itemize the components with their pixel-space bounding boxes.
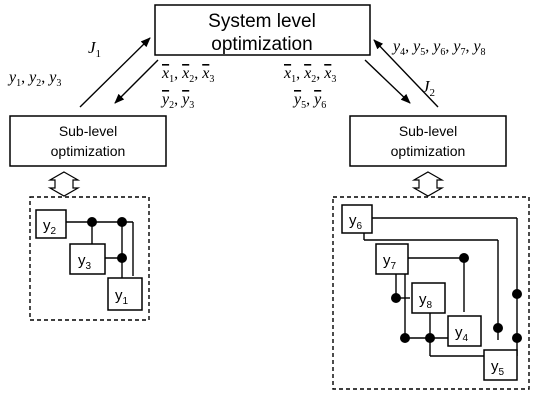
left-coupling-label: y2, y3 xyxy=(160,91,194,111)
svg-text:y5: y5 xyxy=(491,358,505,378)
sub-left-line1: Sub-level xyxy=(59,123,117,139)
dsm-node-y7: y7 xyxy=(375,243,409,275)
left-up-arrow xyxy=(79,37,151,108)
sub-left-line2: optimization xyxy=(51,143,126,159)
svg-text:y6: y6 xyxy=(349,212,363,232)
left-dsm-diagram: y2 y3 y1 xyxy=(29,196,150,321)
svg-text:y7: y7 xyxy=(383,252,397,272)
dsm-node-y4: y4 xyxy=(447,315,482,347)
right-coupling-label: y5, y6 xyxy=(292,91,326,111)
system-level-box: System level optimization xyxy=(154,4,371,56)
sub-right-line2: optimization xyxy=(391,143,466,159)
right-shared-vars-label: x1, x2, x3 xyxy=(283,65,336,85)
system-title-line2: optimization xyxy=(211,34,312,55)
right-up-arrow xyxy=(373,39,439,108)
right-objective-label: J2 xyxy=(422,77,435,99)
left-objective-label: J1 xyxy=(88,38,101,60)
dsm-node-y3: y3 xyxy=(69,243,106,275)
left-shared-vars-label: x1, x2, x3 xyxy=(161,65,214,85)
sub-level-left-box: Sub-level optimization xyxy=(9,115,167,167)
left-double-arrow-icon xyxy=(47,171,81,197)
left-outputs-label: y1, y2, y3 xyxy=(7,69,61,89)
right-outputs-label: y4, y5, y6, y7, y8 xyxy=(391,38,486,58)
dsm-node-y6: y6 xyxy=(341,204,373,234)
dsm-node-y5: y5 xyxy=(483,349,518,381)
right-double-arrow-icon xyxy=(411,171,445,197)
svg-text:y3: y3 xyxy=(78,252,92,272)
left-down-arrow xyxy=(114,59,159,104)
svg-text:y8: y8 xyxy=(419,291,433,311)
sub-level-right-box: Sub-level optimization xyxy=(349,115,507,167)
right-dsm-diagram: y6 y7 y8 y4 y5 xyxy=(332,196,530,390)
system-title-line1: System level xyxy=(208,11,316,32)
svg-text:y2: y2 xyxy=(43,217,57,237)
dsm-node-y1: y1 xyxy=(107,277,143,311)
sub-right-line1: Sub-level xyxy=(399,123,457,139)
right-down-arrow xyxy=(364,59,411,104)
svg-text:y4: y4 xyxy=(455,324,469,344)
svg-text:y1: y1 xyxy=(115,287,129,307)
dsm-node-y8: y8 xyxy=(411,282,446,314)
dsm-node-y2: y2 xyxy=(35,209,67,239)
